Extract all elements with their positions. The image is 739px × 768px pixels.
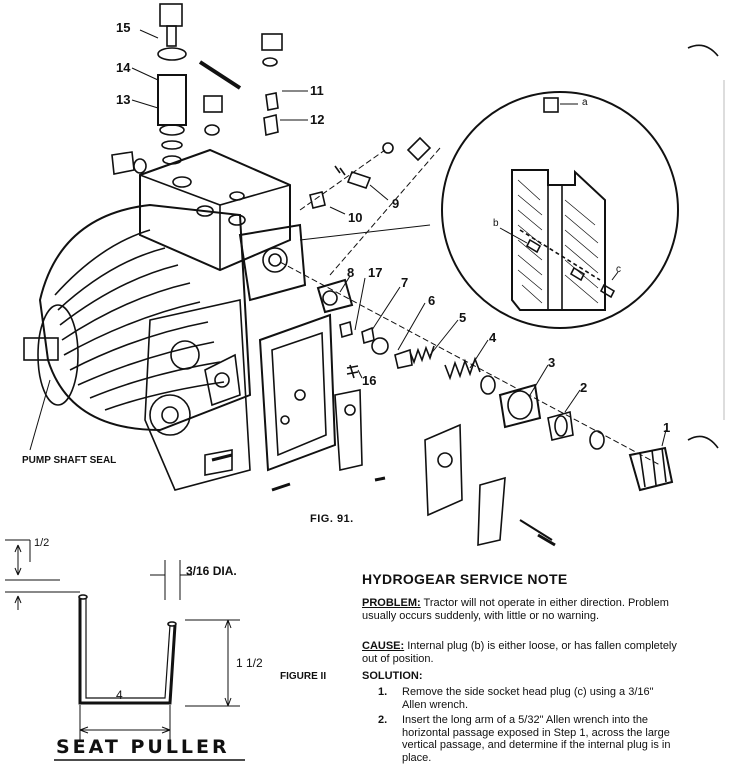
part-1-plug <box>628 446 674 492</box>
part-pin <box>198 60 242 90</box>
problem-text: Tractor will not operate in either direc… <box>362 597 669 622</box>
part-plug-top <box>261 33 283 51</box>
part-9 <box>334 136 432 189</box>
callout-12: 12 <box>310 112 325 127</box>
figure-ii-label: FIGURE II <box>280 671 327 682</box>
callout-16: 16 <box>362 373 377 388</box>
cause-text: Internal plug (b) is either loose, or ha… <box>362 640 677 665</box>
callout-7: 7 <box>401 275 409 290</box>
side-plate <box>258 313 363 472</box>
callout-1: 1 <box>663 420 671 435</box>
part-13-15-column <box>157 3 187 165</box>
cause-paragraph: CAUSE: Internal plug (b) is either loose… <box>362 640 682 666</box>
control-bracket <box>424 423 506 547</box>
dim-diameter: 3/16 DIA. <box>186 564 237 578</box>
callout-3: 3 <box>548 355 556 370</box>
callout-17: 17 <box>368 265 383 280</box>
callout-14: 14 <box>116 60 131 75</box>
step-text: Insert the long arm of a 5/32" Allen wre… <box>402 714 671 764</box>
part-2-seat <box>547 410 574 441</box>
seat-puller-drawing <box>5 539 245 761</box>
callout-c: c <box>616 264 621 275</box>
step-number: 2. <box>378 714 388 726</box>
solution-step-1: 1. Remove the side socket head plug (c) … <box>378 686 678 711</box>
part-12 <box>263 114 279 136</box>
part-5-spring <box>409 345 435 365</box>
page-corner-mark-top <box>687 44 719 57</box>
page-corner-mark-bottom <box>687 435 719 449</box>
dim-half: 1/2 <box>34 537 50 549</box>
callout-6: 6 <box>428 293 436 308</box>
pump-shaft-seal-label: PUMP SHAFT SEAL <box>22 455 117 466</box>
inset-detail-circle <box>441 91 679 329</box>
problem-label: PROBLEM: <box>362 597 421 609</box>
dim-length: 4 <box>116 688 123 702</box>
part-4-spring <box>444 356 481 381</box>
callout-2: 2 <box>580 380 588 395</box>
solution-label: SOLUTION: <box>362 670 423 682</box>
callout-15: 15 <box>116 20 131 35</box>
callout-11: 11 <box>310 83 324 98</box>
step-number: 1. <box>378 686 388 698</box>
gear-housing <box>144 299 251 491</box>
valve-block <box>139 148 307 302</box>
part-hex-plug <box>203 95 223 113</box>
part-8-sleeve <box>316 278 354 314</box>
dim-height: 1 1/2 <box>236 656 263 670</box>
solution-step-2: 2. Insert the long arm of a 5/32" Allen … <box>378 714 678 764</box>
part-o-ring <box>589 430 605 450</box>
pump-motor-housing <box>23 203 252 432</box>
part-17 <box>339 320 353 339</box>
callout-8: 8 <box>347 265 355 280</box>
part-16 <box>346 364 359 379</box>
callout-b: b <box>493 218 499 229</box>
callout-10: 10 <box>348 210 363 225</box>
seat-puller-title: SEAT PULLER <box>56 736 230 758</box>
callout-9: 9 <box>392 196 400 211</box>
step-text: Remove the side socket head plug (c) usi… <box>402 686 654 711</box>
cause-label: CAUSE: <box>362 640 405 652</box>
service-note-title: HYDROGEAR SERVICE NOTE <box>362 571 568 587</box>
callout-13: 13 <box>116 92 131 107</box>
figure-91-label: FIG. 91. <box>310 513 354 525</box>
callout-5: 5 <box>459 310 467 325</box>
callout-4: 4 <box>489 330 497 345</box>
problem-paragraph: PROBLEM: Tractor will not operate in eit… <box>362 597 682 623</box>
callout-a: a <box>582 97 588 108</box>
part-10 <box>309 191 326 209</box>
part-11 <box>265 92 279 111</box>
part-7 <box>361 326 375 345</box>
part-3-valve <box>498 383 542 429</box>
